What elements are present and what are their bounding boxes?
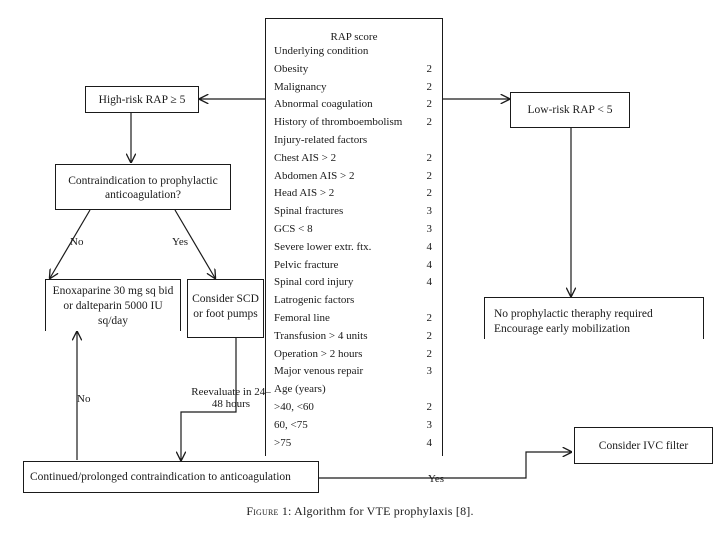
rap-row-label: Age (years)	[274, 383, 326, 396]
figure-caption: Figure 1: Algorithm for VTE prophylaxis …	[0, 504, 720, 519]
enoxaparine-box: Enoxaparine 30 mg sq bid or dalteparin 5…	[45, 279, 181, 331]
contraindication-label: Contraindication to prophylactic anticoa…	[68, 175, 218, 201]
scd-label: Consider SCD or foot pumps	[192, 293, 259, 320]
low-risk-label: Low-risk RAP < 5	[527, 104, 613, 116]
contraindication-box: Contraindication to prophylactic anticoa…	[55, 164, 231, 210]
low-risk-box: Low-risk RAP < 5	[510, 92, 630, 128]
rap-row-points: 2	[426, 329, 433, 342]
rap-score-row: Major venous repair 3	[274, 365, 434, 381]
rap-row-points: 4	[426, 276, 433, 289]
rap-score-row: Transfusion > 4 units 2	[274, 330, 434, 346]
rap-score-row: Severe lower extr. ftx. 4	[274, 241, 434, 257]
rap-score-row: Operation > 2 hours 2	[274, 348, 434, 364]
rap-row-points: 2	[426, 80, 433, 93]
rap-score-row: 60, <75 3	[274, 419, 434, 435]
rap-row-label: Spinal cord injury	[274, 276, 354, 289]
figure-caption-text: Algorithm for VTE prophylaxis [8].	[294, 504, 474, 518]
enoxaparine-label: Enoxaparine 30 mg sq bid or dalteparin 5…	[52, 285, 174, 327]
rap-score-row: History of thromboembolism 2	[274, 116, 434, 132]
rap-row-label: >75	[274, 436, 292, 449]
reevaluate-label: Reevaluate in 24–48 hours	[191, 386, 271, 410]
arrow-reevaluate	[181, 338, 237, 460]
rap-row-points: 2	[426, 347, 433, 360]
rap-row-points: 3	[426, 418, 433, 431]
rap-row-label: Injury-related factors	[274, 134, 368, 146]
figure-number: Figure 1:	[246, 504, 292, 518]
no-prophylactic-line1: No prophylactic theraphy required	[494, 308, 653, 320]
yes-label-right: Yes	[172, 236, 189, 248]
rap-row-label: Underlying condition	[274, 45, 369, 57]
rap-row-points: 2	[426, 312, 433, 324]
rap-score-row: >75 4	[274, 437, 434, 453]
rap-row-label: Obesity	[274, 62, 309, 75]
rap-row-label: >40, <60	[274, 401, 314, 413]
rap-row-label: Pelvic fracture	[274, 258, 339, 271]
rap-row-points: 4	[426, 240, 433, 253]
rap-row-points: 3	[426, 223, 433, 235]
rap-row-points: 4	[426, 436, 433, 449]
rap-score-row: Head AIS > 2 2	[274, 187, 434, 203]
rap-score-row: Malignancy 2	[274, 81, 434, 97]
rap-score-title: RAP score	[330, 31, 378, 43]
rap-row-label: Malignancy	[274, 80, 327, 93]
no-prophylactic-box: No prophylactic theraphy required Encour…	[484, 297, 704, 339]
rap-score-row: Obesity 2	[274, 63, 434, 79]
rap-row-points: 2	[426, 187, 433, 200]
rap-row-label: Severe lower extr. ftx.	[274, 240, 372, 253]
rap-row-label: History of thromboembolism	[274, 116, 403, 129]
rap-row-label: Major venous repair	[274, 365, 364, 378]
ivc-filter-box: Consider IVC filter	[574, 427, 713, 464]
continued-contraindication-label: Continued/prolonged contraindication to …	[30, 471, 291, 483]
high-risk-label: High-risk RAP ≥ 5	[98, 94, 186, 106]
rap-score-row: Spinal cord injury 4	[274, 276, 434, 292]
rap-section-heading: Latrogenic factors	[274, 294, 434, 310]
rap-row-points: 3	[426, 365, 433, 378]
continued-contraindication-box: Continued/prolonged contraindication to …	[23, 461, 319, 493]
rap-row-label: GCS < 8	[274, 223, 313, 235]
rap-row-label: Femoral line	[274, 312, 330, 324]
rap-score-row: Abdomen AIS > 2 2	[274, 170, 434, 186]
rap-row-label: Spinal fractures	[274, 205, 344, 218]
yes-label-bottom: Yes	[428, 473, 445, 485]
high-risk-box: High-risk RAP ≥ 5	[85, 86, 199, 113]
rap-score-row: Femoral line 2	[274, 312, 434, 328]
rap-row-label: Operation > 2 hours	[274, 347, 363, 360]
arrow-yes-to-scd	[174, 209, 215, 278]
rap-row-points: 2	[426, 151, 433, 164]
rap-row-label: 60, <75	[274, 418, 308, 431]
arrow-yes-to-ivc	[318, 452, 571, 479]
rap-score-row: Abnormal coagulation 2	[274, 98, 434, 114]
rap-score-row: GCS < 8 3	[274, 223, 434, 239]
rap-row-label: Latrogenic factors	[274, 294, 355, 307]
rap-row-points: 3	[426, 205, 433, 218]
rap-row-label: Head AIS > 2	[274, 187, 335, 200]
rap-score-row: Chest AIS > 2 2	[274, 152, 434, 168]
arrow-no-to-enoxaparine	[50, 209, 91, 278]
rap-row-points: 2	[426, 401, 433, 413]
ivc-filter-label: Consider IVC filter	[598, 440, 689, 452]
no-prophylactic-line2: Encourage early mobilization	[494, 323, 631, 335]
rap-section-heading: Underlying condition	[274, 45, 434, 61]
rap-section-heading: Age (years)	[274, 383, 434, 399]
rap-row-points: 2	[426, 62, 433, 75]
rap-section-heading: Injury-related factors	[274, 134, 434, 150]
rap-row-points: 2	[426, 116, 433, 129]
rap-score-row: Spinal fractures 3	[274, 205, 434, 221]
rap-row-points: 2	[426, 98, 433, 111]
rap-score-row: >40, <60 2	[274, 401, 434, 417]
rap-row-label: Abnormal coagulation	[274, 98, 373, 111]
rap-row-points: 2	[426, 169, 433, 182]
rap-row-points: 4	[426, 258, 433, 271]
rap-row-label: Abdomen AIS > 2	[274, 169, 355, 182]
rap-row-label: Chest AIS > 2	[274, 151, 337, 164]
no-label-up: No	[77, 393, 91, 405]
rap-row-label: Transfusion > 4 units	[274, 329, 368, 342]
scd-box: Consider SCD or foot pumps	[187, 279, 264, 338]
no-label-left: No	[70, 236, 84, 248]
rap-score-row: Pelvic fracture 4	[274, 259, 434, 275]
